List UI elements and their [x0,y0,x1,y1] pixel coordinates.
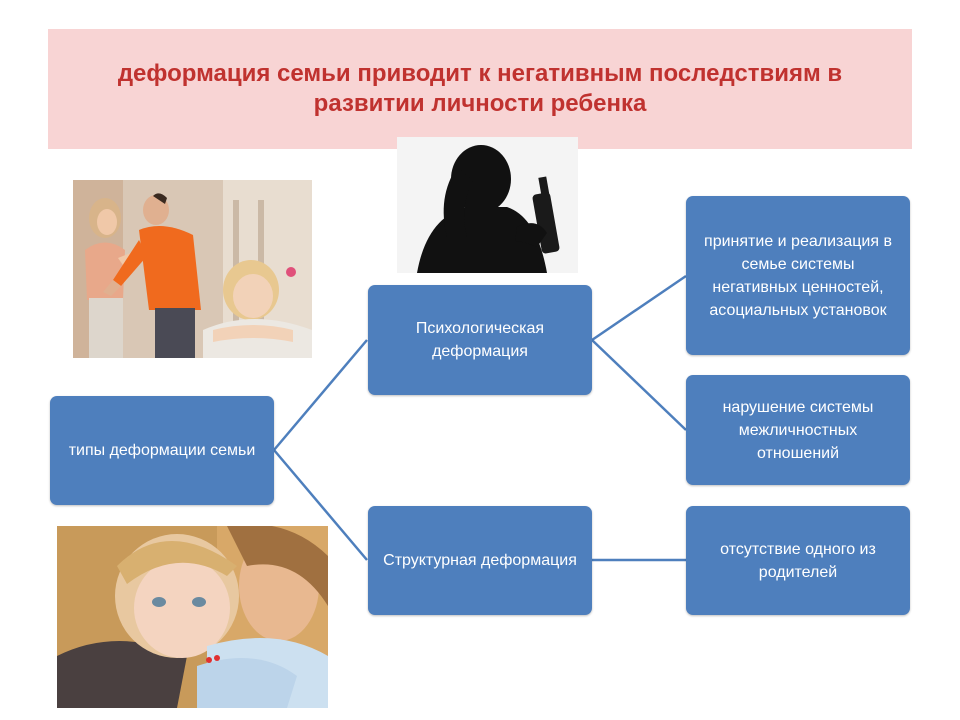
mother-child-photo [57,526,328,708]
connector-root-psych [273,339,368,451]
mother-child-image [57,526,328,708]
node-psychological-deformation: Психологическая деформация [368,285,592,395]
node-structural-deformation-label: Структурная деформация [383,552,577,569]
node-interpersonal-relations-label: нарушение системы межличностных отношени… [722,398,874,462]
node-deformation-types: типы деформации семьи [50,396,274,505]
node-negative-values: принятие и реализация в семье системы не… [686,196,910,355]
connector-root-struct [273,449,368,561]
family-argument-image [73,180,312,358]
connector-psych-interpersonal [591,339,687,431]
node-psychological-deformation-label: Психологическая деформация [415,320,545,360]
connector-psych-values [591,274,687,342]
title-banner: деформация семьи приводит к негативным п… [48,29,912,149]
node-deformation-types-label: типы деформации семьи [68,442,256,459]
silhouette-drinking-photo [397,137,578,273]
node-absent-parent: отсутствие одного из родителей [686,506,910,615]
family-argument-photo [73,180,312,358]
node-interpersonal-relations: нарушение системы межличностных отношени… [686,375,910,485]
silhouette-image [397,137,578,273]
node-negative-values-label: принятие и реализация в семье системы не… [704,232,892,319]
node-structural-deformation: Структурная деформация [368,506,592,615]
node-absent-parent-label: отсутствие одного из родителей [720,540,876,581]
slide-title: деформация семьи приводит к негативным п… [117,60,843,117]
